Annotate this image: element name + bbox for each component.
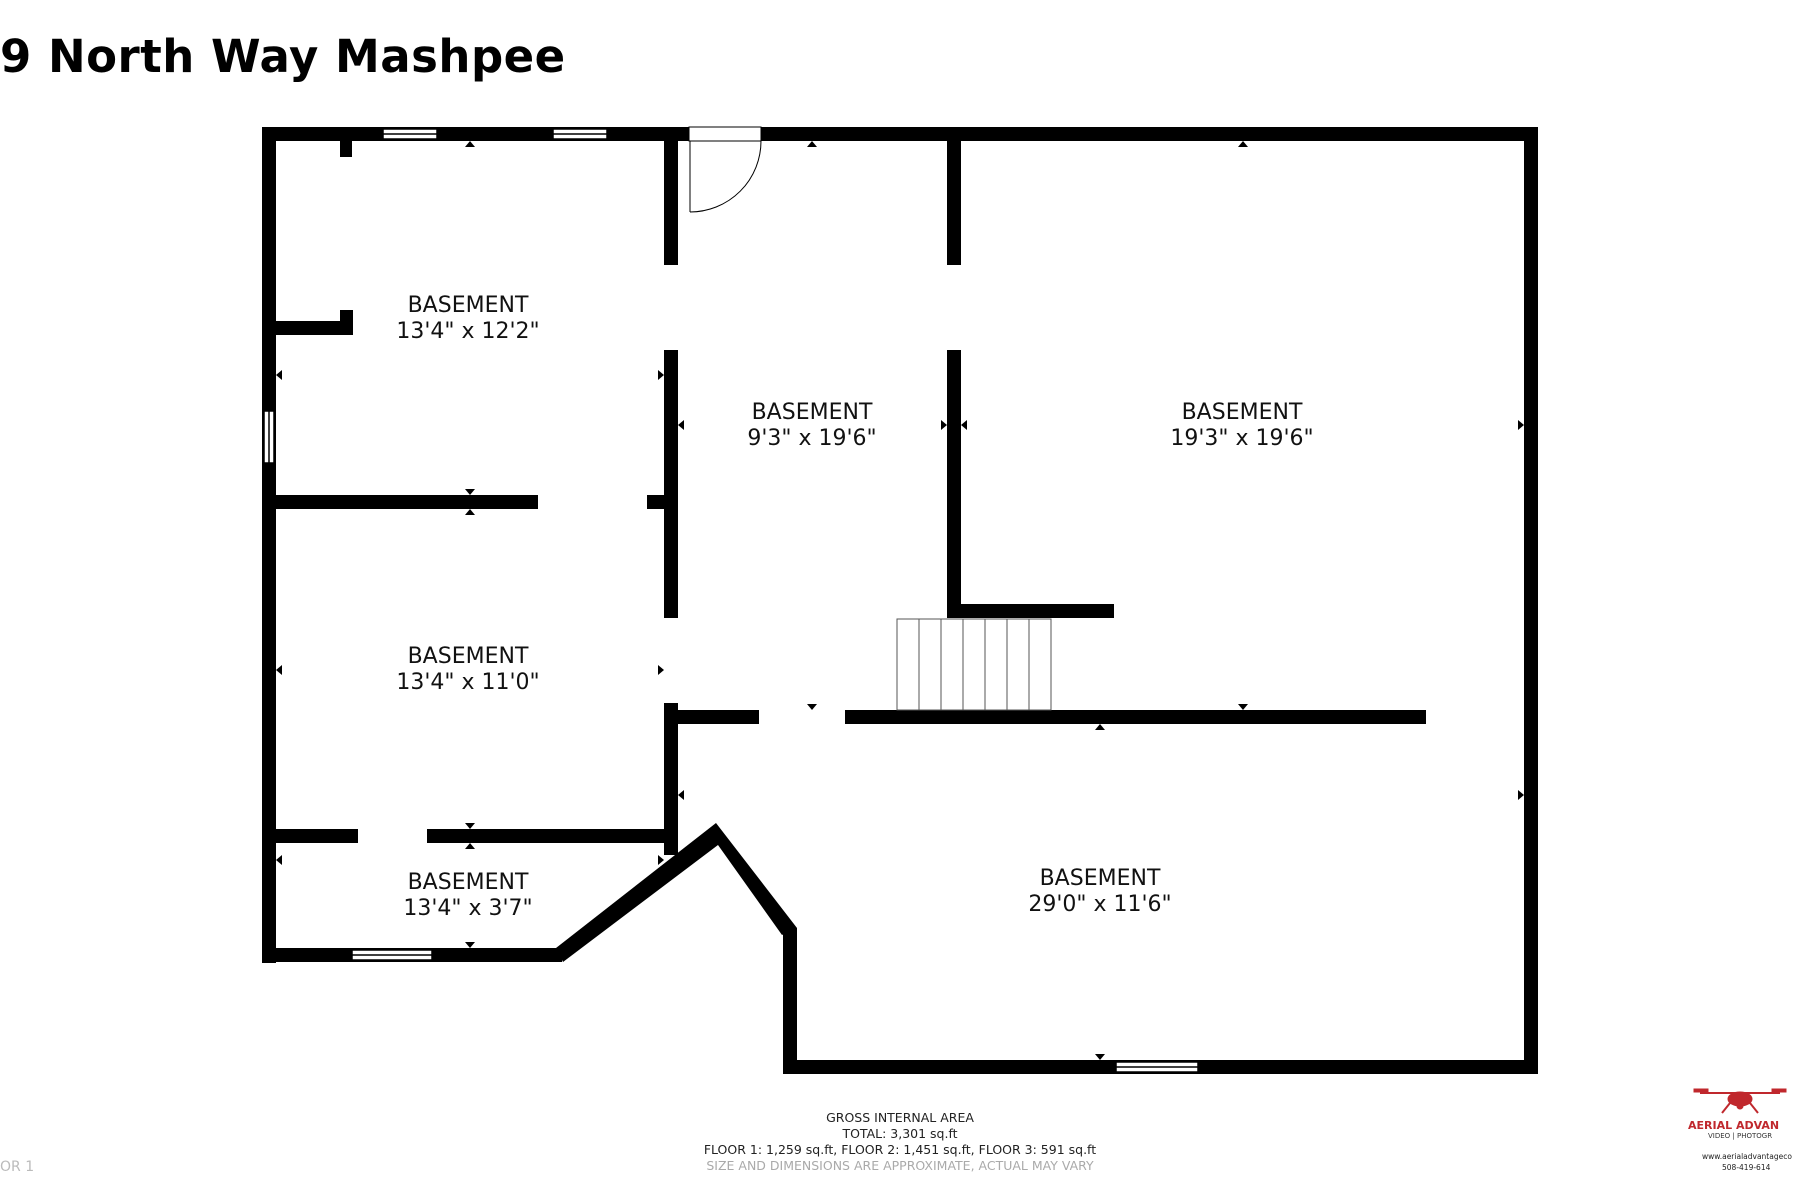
- wall: [947, 604, 1114, 618]
- wall: [664, 703, 678, 855]
- wall: [678, 710, 759, 724]
- wall: [664, 141, 678, 265]
- wall: [427, 829, 677, 843]
- logo-phone: 508-419-614: [1722, 1163, 1771, 1172]
- logo-tagline: VIDEO | PHOTOGR: [1708, 1132, 1773, 1140]
- wall: [276, 829, 358, 843]
- area-total: TOTAL: 3,301 sq.ft: [842, 1126, 958, 1141]
- wall: [947, 141, 961, 265]
- wall-angled: [556, 823, 797, 962]
- logo-url: www.aerialadvantageco: [1702, 1152, 1792, 1161]
- stairs: [896, 618, 1052, 711]
- wall: [1524, 127, 1538, 1074]
- walls: [262, 127, 1538, 1074]
- room-dimensions: 29'0" x 11'6": [1028, 892, 1171, 917]
- wall: [262, 127, 1538, 141]
- drone-icon: [1693, 1088, 1787, 1114]
- room-name: BASEMENT: [408, 644, 529, 669]
- wall: [276, 321, 353, 335]
- company-logo: AERIAL ADVAN VIDEO | PHOTOGR www.aeriala…: [1680, 1075, 1800, 1200]
- area-summary: GROSS INTERNAL AREA TOTAL: 3,301 sq.ft F…: [600, 1110, 1200, 1174]
- wall: [340, 310, 353, 335]
- wall: [783, 928, 797, 1074]
- room-dimensions: 13'4" x 11'0": [396, 670, 539, 695]
- floor-label: OR 1: [0, 1159, 35, 1175]
- wall: [340, 127, 352, 157]
- logo-name: AERIAL ADVAN: [1688, 1119, 1780, 1132]
- wall: [262, 127, 276, 963]
- room-labels: BASEMENT 13'4" x 12'2" BASEMENT 9'3" x 1…: [396, 293, 1313, 921]
- disclaimer: SIZE AND DIMENSIONS ARE APPROXIMATE, ACT…: [706, 1158, 1094, 1173]
- room-dimensions: 19'3" x 19'6": [1170, 426, 1313, 451]
- room-name: BASEMENT: [408, 293, 529, 318]
- area-heading: GROSS INTERNAL AREA: [826, 1110, 974, 1125]
- room-name: BASEMENT: [1040, 866, 1161, 891]
- windows: [263, 128, 1199, 1073]
- stair-outline: [896, 618, 1052, 711]
- dimension-markers: [276, 141, 1524, 1060]
- area-floors: FLOOR 1: 1,259 sq.ft, FLOOR 2: 1,451 sq.…: [703, 1142, 1097, 1157]
- wall: [947, 350, 961, 618]
- room-dimensions: 13'4" x 3'7": [403, 896, 532, 921]
- room-dimensions: 13'4" x 12'2": [396, 319, 539, 344]
- room-name: BASEMENT: [752, 400, 873, 425]
- page-title: 9 North Way Mashpee: [0, 30, 566, 83]
- door-opening: [688, 126, 762, 142]
- wall: [845, 710, 1426, 724]
- room-dimensions: 9'3" x 19'6": [747, 426, 876, 451]
- room-name: BASEMENT: [408, 870, 529, 895]
- door: [688, 126, 762, 213]
- room-name: BASEMENT: [1182, 400, 1303, 425]
- wall: [276, 495, 538, 509]
- wall: [664, 350, 678, 618]
